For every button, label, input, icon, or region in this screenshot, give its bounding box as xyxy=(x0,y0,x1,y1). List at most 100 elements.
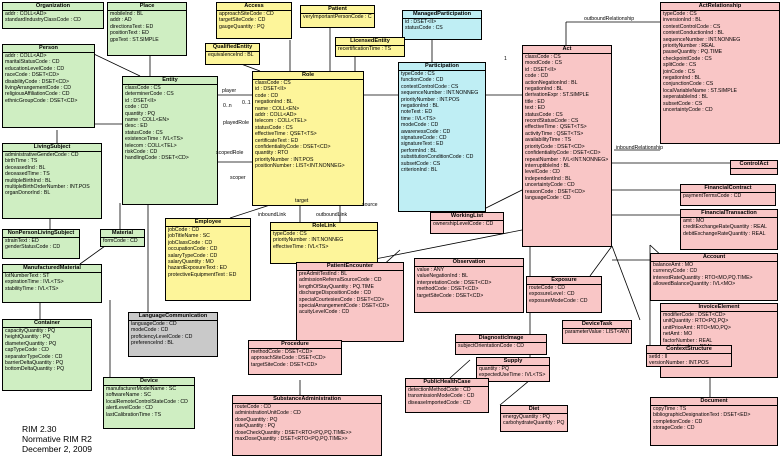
class-attribute: moodCode : CS xyxy=(525,60,562,67)
class-attribute: modeCode : CD xyxy=(401,122,439,129)
class-attribute: checkpointCode : CS xyxy=(663,55,712,62)
class-title: Material xyxy=(101,230,144,238)
class-attribute: effectiveTime : QSET<TS> xyxy=(525,124,587,131)
class-attributes: equivalenceInd : BL xyxy=(206,52,259,58)
class-attribute: recertificationTime : TS xyxy=(338,46,392,52)
class-attribute: routeCode : CD xyxy=(529,285,566,291)
class-attribute: jobClassCode : CD xyxy=(168,239,213,246)
class-attribute: addr : COLL<AD> xyxy=(255,112,297,119)
class-attribute: ownershipLevelCode : CD xyxy=(433,221,494,227)
class-attribute: performInd : BL xyxy=(401,147,437,154)
class-attribute: gaugeQuantity : PQ xyxy=(219,23,265,30)
class-attribute: amt : MO xyxy=(683,218,705,224)
class-attribute: livingArrangementCode : CD xyxy=(5,85,72,92)
class-attribute: completionCode : CD xyxy=(653,418,703,425)
class-attribute: lengthOfStayQuantity : PQ.TIME xyxy=(299,283,374,290)
label-target: target xyxy=(295,198,309,204)
class-title: SubstanceAdministration xyxy=(233,396,381,404)
class-attribute: typeCode : CS xyxy=(663,11,697,17)
class-attribute: preAdmitTestInd : BL xyxy=(299,271,348,277)
class-title: ContextStructure xyxy=(647,346,731,354)
class-attribute: alertLevelCode : CD xyxy=(106,405,153,412)
label-inbound-link: inboundLink xyxy=(258,212,286,218)
class-attribute: doseCheckQuantity : DSET<RTO<PQ,PQ.TIME>… xyxy=(235,429,352,436)
class-attribute: lotNumberText : ST xyxy=(5,273,50,279)
class-attribute: seperatableInd : BL xyxy=(663,94,708,101)
class-attribute: veryImportantPersonCode : CD xyxy=(303,14,372,20)
class-attribute: jobCode : CD xyxy=(168,227,200,233)
class-attribute: dischargeDispositionCode : CD xyxy=(299,290,372,297)
class-title: ManufacturedMaterial xyxy=(3,265,101,273)
label-scoped-role: scopedRole xyxy=(216,150,244,156)
class-attribute: versionNumber : INT.POS xyxy=(649,360,709,367)
class-attribute: balanceAmt : MO xyxy=(653,262,694,268)
class-attribute: priorityNumber : INT.POS xyxy=(255,156,314,163)
class-attribute: currencyCode : CD xyxy=(653,268,698,275)
class-attribute: id : DSET<II> xyxy=(255,86,287,93)
class-attribute: statusCode : CS xyxy=(405,25,443,32)
class-attribute: addr : COLL<AD> xyxy=(5,11,47,17)
caption-line: December 2, 2009 xyxy=(22,444,92,454)
class-attribute: uncertaintyCode : CD xyxy=(663,107,713,114)
class-attribute: functionCode : CD xyxy=(401,77,444,84)
label-played-role-mult: 0..n xyxy=(223,103,232,109)
class-attribute: unitPriceAmt : RTO<MO,PQ> xyxy=(663,324,731,331)
class-attributes: paymentTermsCode : CD xyxy=(681,193,775,199)
class-attribute: uncertaintyCode : CD xyxy=(525,182,575,189)
class-attribute: id : DSET<II> xyxy=(125,97,157,104)
class-title: QualifiedEntity xyxy=(206,44,259,52)
class-attribute: confidentialityCode : DSET<CD> xyxy=(525,150,601,157)
class-attribute: protectiveEquipmentText : ED xyxy=(168,271,237,278)
class-attribute: priorityNumber : INT.NONNEG xyxy=(273,237,344,244)
class-attribute: stabilityTime : IVL<TS> xyxy=(5,285,59,292)
class-attribute: exposureLevel : CD xyxy=(529,291,575,298)
class-attribute: subsetCode : CS xyxy=(401,160,441,167)
class-attribute: allowedBalanceQuantity : IVL<MO> xyxy=(653,281,736,288)
class-attribute: parameterValue : LIST<ANY> xyxy=(565,329,629,335)
class-attribute: subsetCode : CS xyxy=(663,100,703,107)
class-title: Supply xyxy=(477,358,549,366)
class-attribute: valueNegationInd : BL xyxy=(417,273,469,280)
class-attribute: organDonorInd : BL xyxy=(5,190,51,197)
class-attribute: statusCode : CS xyxy=(525,111,563,118)
class-attribute: existenceTime : IVL<TS> xyxy=(125,136,184,143)
class-attribute: name : COLL<EN> xyxy=(125,117,170,124)
class-attributes: methodCode : DSET<CD>approachSiteCode : … xyxy=(249,349,341,368)
class-attribute: heightQuantity : PQ xyxy=(5,334,51,341)
class-attribute: deceasedInd : BL xyxy=(5,164,46,171)
class-attribute: contextConductionInd : BL xyxy=(663,30,724,37)
class-title: LicensedEntity xyxy=(336,38,404,46)
class-title: Document xyxy=(651,398,777,406)
class-attribute: softwareName : SC xyxy=(106,392,151,399)
class-attribute: lastCalibrationTime : TS xyxy=(106,411,162,418)
class-title: Access xyxy=(217,3,291,11)
class-attribute: setId : II xyxy=(649,354,668,360)
class-title: Diet xyxy=(501,406,567,414)
label-outbound-link: outboundLink xyxy=(316,212,348,218)
class-attribute: joinCode : CS xyxy=(663,68,696,75)
class-title: Device xyxy=(104,378,194,386)
class-attribute: contextControlCode : CS xyxy=(663,23,721,30)
class-attribute: repeatNumber : IVL<INT.NONNEG> xyxy=(525,156,609,163)
class-attribute: statusCode : CS xyxy=(125,129,163,136)
class-attribute: code : CD xyxy=(125,104,149,111)
